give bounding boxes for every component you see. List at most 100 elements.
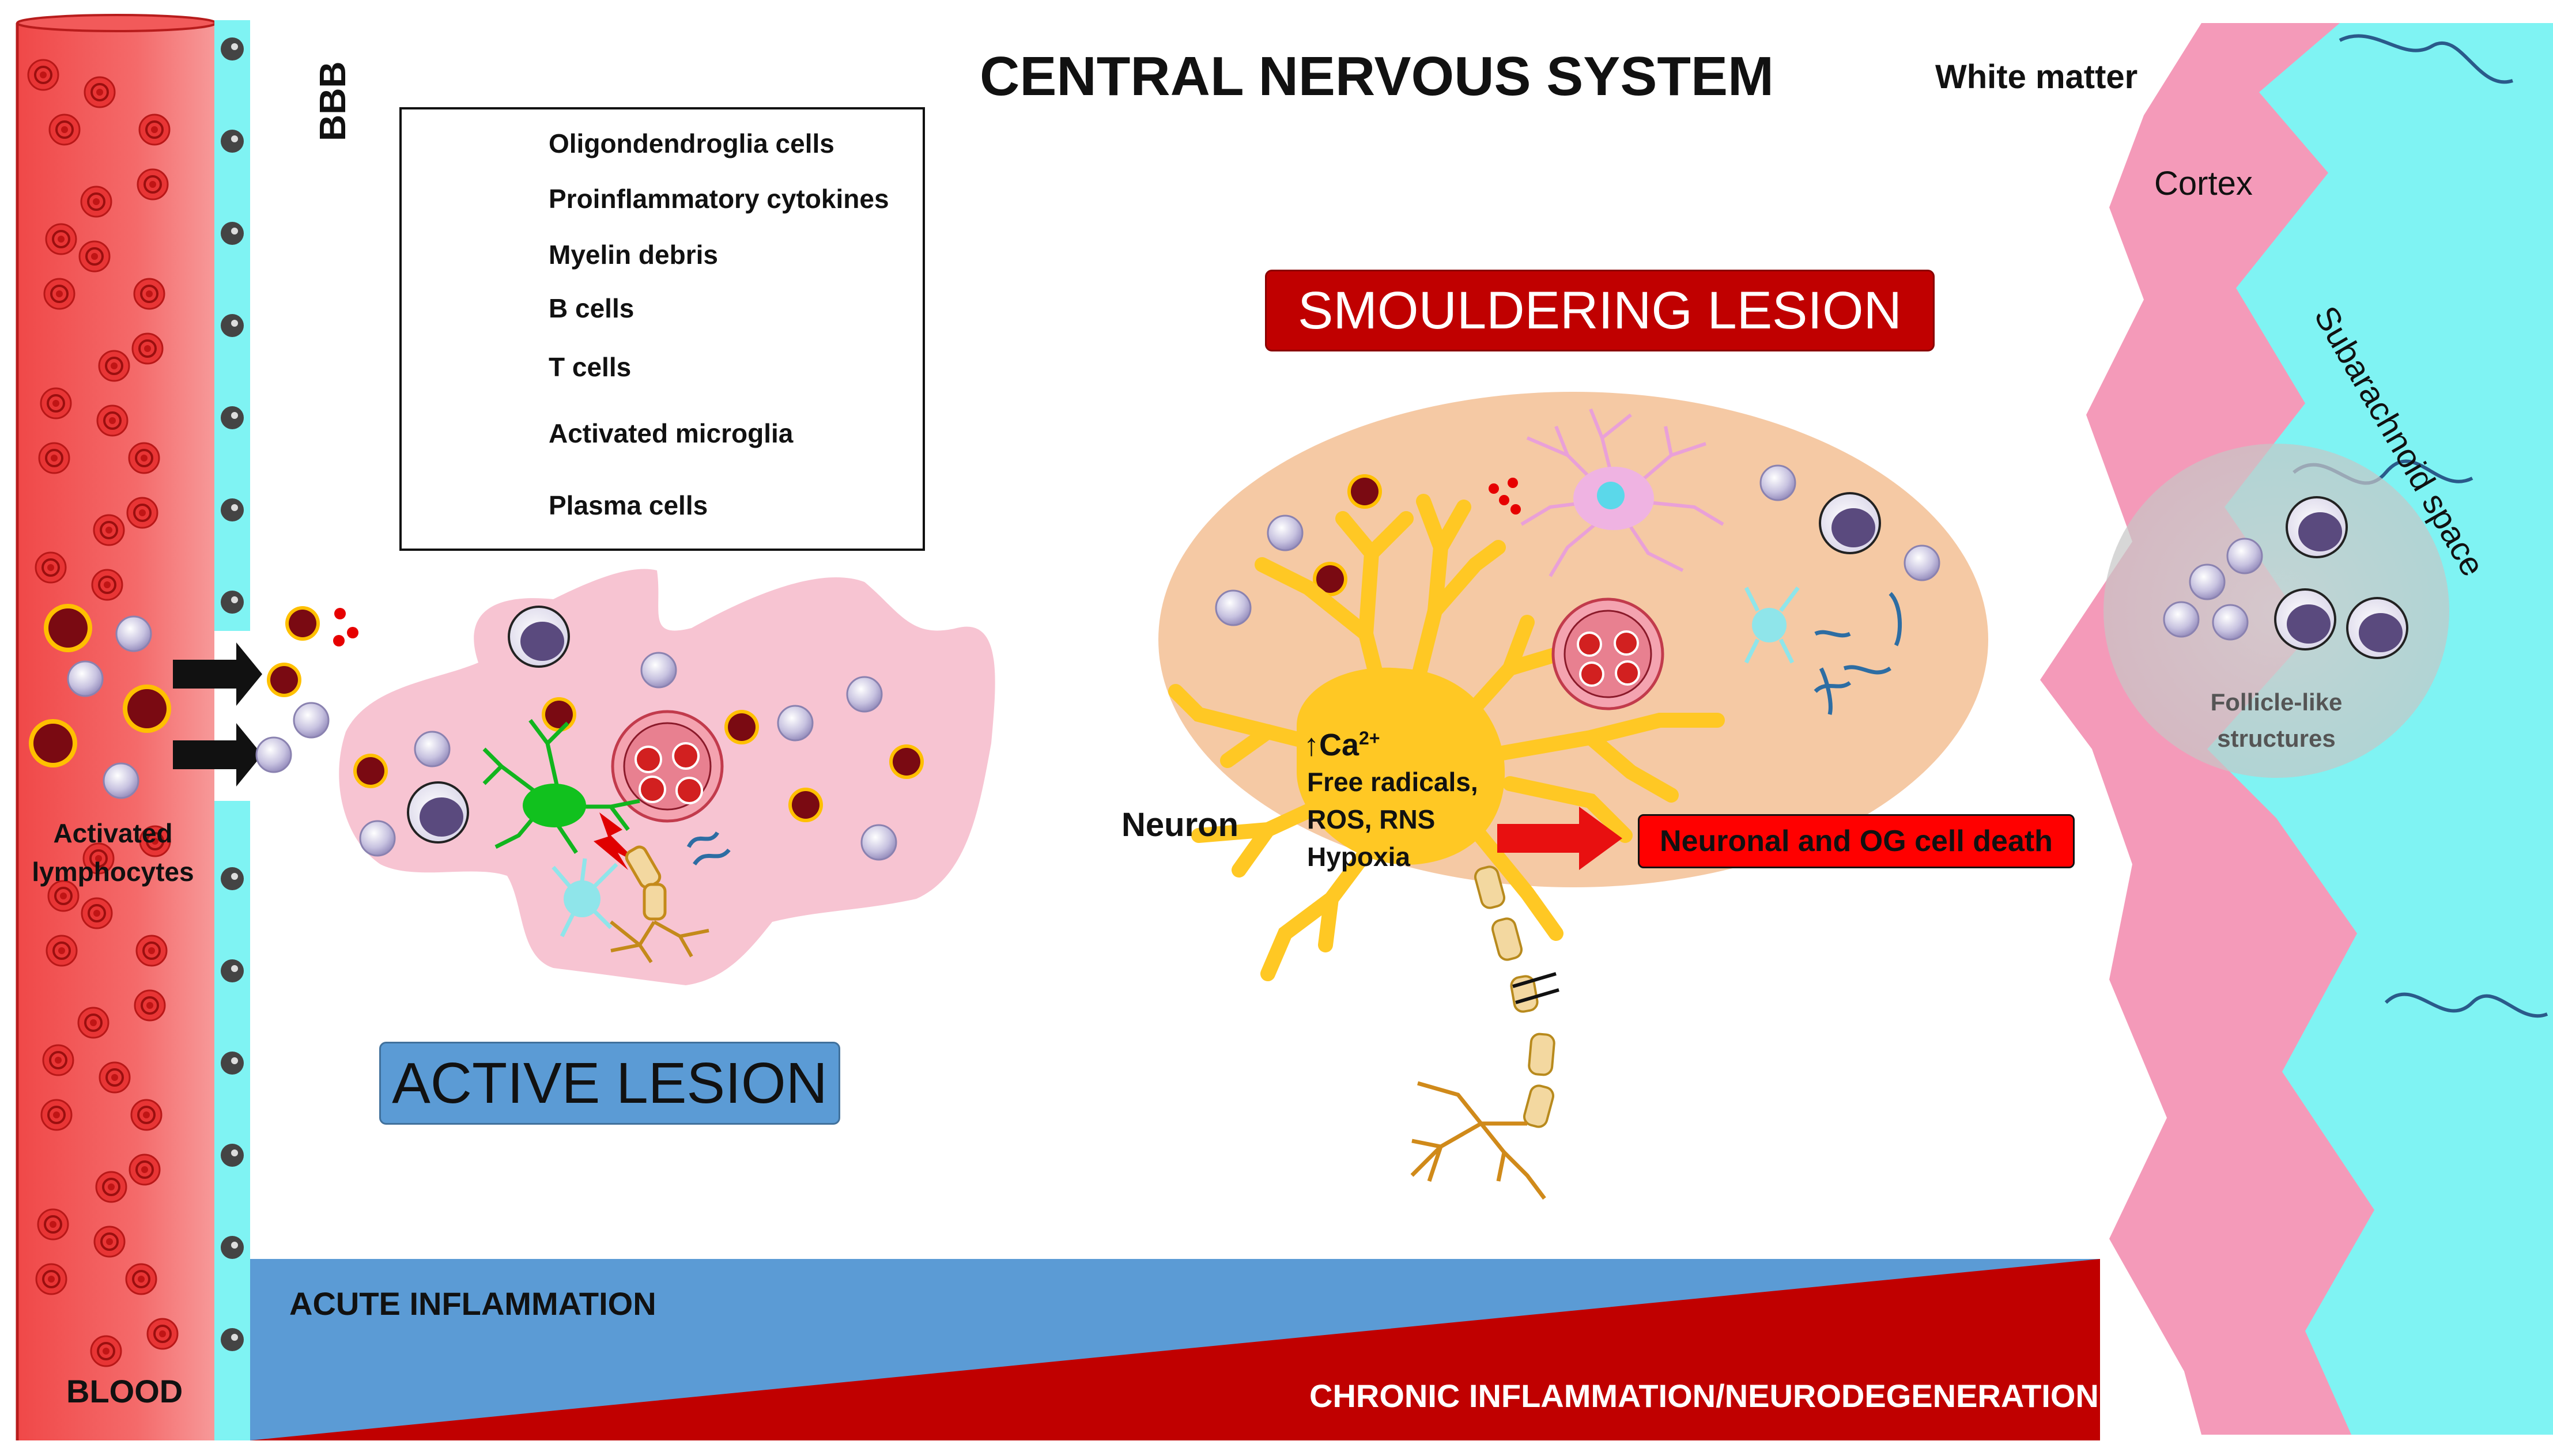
b-cell [414, 731, 451, 767]
bbb-junction [221, 130, 244, 153]
mechanism-free-radicals: Free radicals, [1307, 767, 1478, 797]
red-blood-cell [40, 387, 72, 419]
red-blood-cell [137, 168, 169, 201]
red-blood-cell [38, 442, 70, 474]
b-cell [115, 615, 152, 652]
bbb-junction [221, 591, 244, 614]
smouldering-lesion-label: SMOULDERING LESION [1265, 270, 1935, 351]
red-blood-cell [77, 1007, 109, 1039]
red-blood-cell [129, 1154, 161, 1186]
t-cell [724, 710, 759, 744]
oligodendroglia-cell [552, 858, 618, 937]
bbb-junction [221, 867, 244, 890]
mechanism-hypoxia: Hypoxia [1307, 842, 1410, 872]
b-cell [359, 820, 396, 857]
t-cell [123, 684, 171, 733]
bbb-junction [221, 1328, 244, 1351]
migration-arrow [173, 642, 262, 706]
red-blood-cell [46, 935, 78, 967]
t-cell [44, 604, 92, 652]
legend-item-cytokines: Proinflammatory cytokines [549, 184, 889, 214]
legend-item-microglia: Activated microglia [549, 418, 794, 448]
red-blood-cell [40, 1099, 73, 1131]
b-cell [255, 736, 292, 773]
legend-box: Oligondendroglia cells Proinflammatory c… [399, 107, 925, 551]
damaged-axon [610, 845, 709, 963]
cell-death-arrow [1497, 807, 1622, 870]
neuron-soma [1297, 667, 1505, 865]
bbb-junction [221, 498, 244, 521]
follicle-label: Follicle-like structures [2210, 689, 2343, 752]
b-cell [103, 762, 139, 799]
b-cell [640, 652, 677, 689]
legend-item-plasma-cells: Plasma cells [549, 490, 708, 520]
b-cell [2189, 564, 2226, 600]
bbb-junction [221, 1052, 244, 1075]
acute-inflammation-label: ACUTE INFLAMMATION [289, 1285, 656, 1322]
mechanism-ca: ↑Ca2+ [1304, 728, 1380, 762]
red-blood-cell [35, 1263, 67, 1295]
plasma-cell [407, 781, 469, 844]
neuron-label: Neuron [1121, 806, 1238, 844]
b-cell [777, 705, 814, 742]
bbb-junction [221, 314, 244, 337]
plasma-cell [2274, 588, 2336, 651]
red-blood-cell [126, 497, 158, 529]
legend-item-myelin-debris: Myelin debris [549, 240, 718, 270]
bbb-junction [221, 406, 244, 429]
neuron [1168, 494, 1725, 1200]
active-lesion-area [339, 569, 995, 985]
plasma-cell [2346, 597, 2408, 659]
legend-item-t-cells: T cells [549, 352, 632, 382]
blood-label: BLOOD [66, 1373, 183, 1409]
cortex-label: Cortex [2154, 165, 2253, 202]
t-cell [788, 788, 823, 822]
oligodendroglia-cell [1744, 586, 1800, 664]
cytokine [334, 608, 346, 619]
b-cell [67, 660, 104, 697]
red-blood-cell [78, 240, 111, 273]
red-blood-cell [35, 551, 67, 584]
activated-lymphocytes-label: Activated lymphocytes [32, 818, 194, 887]
axon-terminal [1410, 1081, 1546, 1200]
bbb-junction [221, 37, 244, 60]
red-blood-cell [125, 1263, 157, 1295]
red-blood-cell [133, 278, 165, 310]
red-blood-cell [48, 114, 81, 146]
red-blood-cell [138, 114, 171, 146]
plasma-cell [1819, 492, 1881, 554]
t-cell [267, 663, 301, 697]
b-cell [1759, 464, 1796, 501]
red-blood-cell [42, 1044, 74, 1076]
myelin-debris [1814, 592, 1902, 715]
meninges-line [2339, 34, 2513, 84]
red-blood-cell [95, 1171, 127, 1203]
plasma-cell [2286, 496, 2348, 558]
red-blood-cell [98, 350, 130, 382]
red-blood-cell [128, 442, 160, 474]
red-blood-cell [93, 514, 125, 546]
b-cell [846, 676, 883, 713]
b-cell [2163, 601, 2200, 638]
red-blood-cell [45, 223, 77, 255]
cell-death-label: Neuronal and OG cell death [1638, 814, 2075, 868]
b-cell [1904, 544, 1940, 581]
bbb-junction [221, 959, 244, 982]
b-cell [1215, 589, 1252, 626]
b-cell [1267, 515, 1304, 551]
legend-item-b-cells: B cells [549, 293, 635, 323]
bbb-junction [221, 1144, 244, 1167]
t-cell [29, 719, 77, 767]
red-blood-cell [37, 1208, 69, 1241]
migration-arrow [173, 723, 262, 786]
red-blood-cell [99, 1061, 131, 1094]
red-blood-cell [27, 59, 59, 91]
red-blood-cell [93, 1226, 126, 1258]
mechanism-ros-rns: ROS, RNS [1307, 804, 1436, 834]
b-cell [2226, 538, 2263, 574]
bbb-junction [221, 222, 244, 245]
active-lesion-label: ACTIVE LESION [379, 1042, 840, 1125]
b-cell [2212, 604, 2249, 641]
red-blood-cell [80, 186, 112, 218]
plasma-cell [508, 606, 570, 668]
